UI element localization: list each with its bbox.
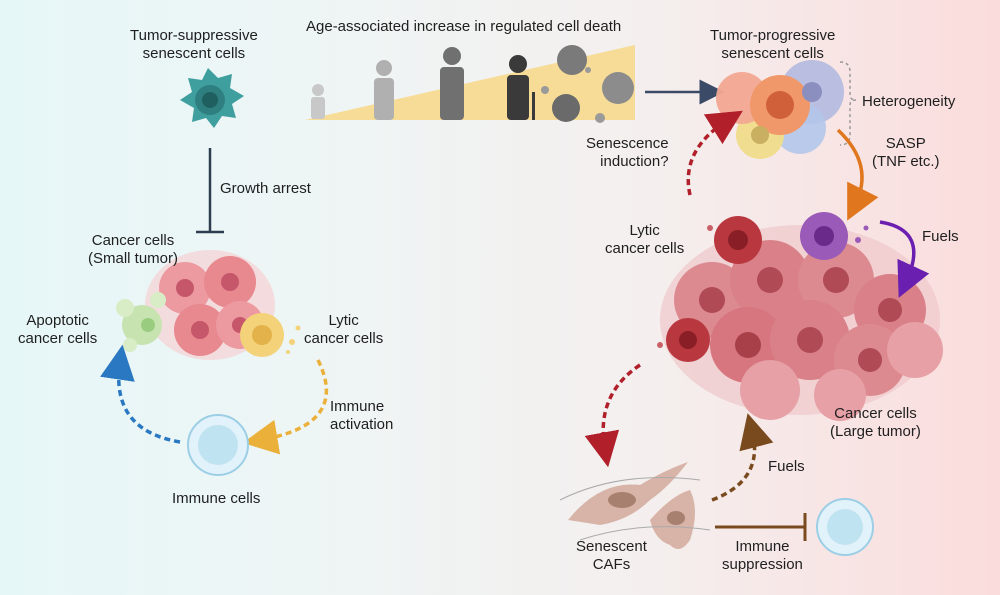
sasp-arrow [836,128,879,221]
dying-cells-icon [541,45,634,123]
immune-suppression-inhibitor [715,513,807,541]
adult-figure-icon [440,47,464,120]
age-wedge [305,45,635,123]
label-fuels-bottom: Fuels [768,458,805,475]
label-fuels-top: Fuels [922,228,959,245]
fuels-bottom-arrow [711,413,774,502]
senescence-induction-arrow [686,110,743,196]
apoptotic-cells [116,292,166,352]
child-figure-icon [311,84,325,119]
growth-arrest-inhibitor [196,148,224,234]
lytic-cell-left [240,313,301,357]
immune-cell-right [816,498,874,556]
label-growth-arrest: Growth arrest [220,180,311,197]
teen-figure-icon [374,60,394,120]
heterogeneity-bracket [839,61,857,146]
fuels-top-arrow [879,220,930,298]
small-tumor [145,250,275,360]
senescent-cafs [559,462,711,549]
tumor-progressive-senescent-cells [716,60,844,159]
immune-cell-left [187,414,249,476]
label-heterogeneity: Heterogeneity [862,93,956,110]
elderly-figure-icon [507,55,535,120]
apoptosis-arrow [100,344,181,444]
caf-induction-arrow [584,363,641,468]
label-cancer-large: Cancer cells(Large tumor) [830,405,921,440]
label-age-increase: Age-associated increase in regulated cel… [306,18,622,35]
label-cancer-small: Cancer cells(Small tumor) [88,232,179,267]
large-tumor [657,212,943,421]
tumor-suppressive-senescent-cell [180,68,244,128]
immune-activation-arrow [242,359,329,455]
label-immune-cells: Immune cells [172,490,261,507]
label-sasp: SASP(TNF etc.) [872,135,940,170]
